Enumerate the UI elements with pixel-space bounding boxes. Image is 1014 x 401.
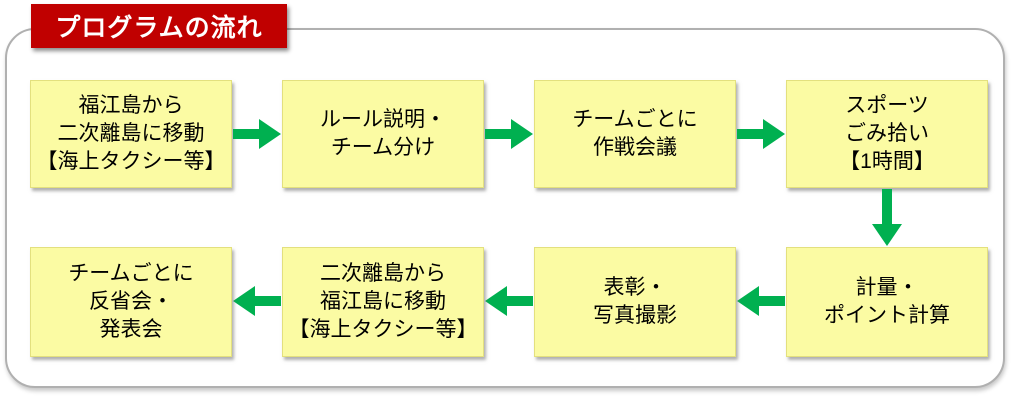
flow-step-3: チームごとに 作戦会議 (534, 80, 736, 188)
flow-step-2-line-1: ルール説明・ (320, 108, 446, 132)
flow-step-4: スポーツ ごみ拾い 【1時間】 (786, 80, 988, 188)
flow-step-7-line-3: 【海上タクシー等】 (288, 317, 478, 341)
flow-step-7-line-2: 福江島に移動 (320, 290, 446, 314)
arrow-shaft (233, 129, 259, 139)
arrow-head-right-icon (763, 119, 785, 149)
flow-step-2: ルール説明・ チーム分け (282, 80, 484, 188)
flow-step-6: 表彰・ 写真撮影 (534, 247, 736, 357)
flow-step-5-line-2: ポイント計算 (824, 304, 950, 327)
flow-step-4-line-1: スポーツ (845, 94, 929, 118)
flow-arrow-4-down (872, 189, 902, 246)
flow-step-5-line-1: 計量・ (855, 276, 919, 300)
arrow-head-left-icon (233, 286, 255, 316)
arrow-head-right-icon (511, 119, 533, 149)
flow-step-1-line-3: 【海上タクシー等】 (36, 149, 226, 173)
arrow-head-left-icon (737, 286, 759, 316)
flow-step-7-line-1: 二次離島から (320, 262, 446, 286)
flow-step-6-line-1: 表彰・ (603, 276, 667, 300)
arrow-shaft (759, 296, 785, 306)
flow-step-4-line-2: ごみ拾い (845, 122, 929, 146)
arrow-shaft (882, 189, 892, 224)
flow-arrow-6-left (485, 286, 533, 316)
flow-step-5: 計量・ ポイント計算 (786, 247, 988, 357)
page-title-text: プログラムの流れ (55, 14, 263, 42)
arrow-shaft (737, 129, 763, 139)
flow-step-6-line-2: 写真撮影 (593, 304, 677, 327)
flow-step-1: 福江島から 二次離島に移動 【海上タクシー等】 (30, 80, 232, 188)
arrow-head-right-icon (259, 119, 281, 149)
arrow-head-left-icon (485, 286, 507, 316)
flow-arrow-2-right (485, 119, 533, 149)
arrow-shaft (255, 296, 281, 306)
flow-arrow-5-left (737, 286, 785, 316)
flow-step-8: チームごとに 反省会・ 発表会 (30, 247, 232, 357)
flow-step-4-line-3: 【1時間】 (839, 149, 935, 173)
flow-step-8-line-3: 発表会 (99, 317, 163, 341)
flow-step-2-line-2: チーム分け (330, 136, 436, 159)
flow-step-1-line-2: 二次離島に移動 (57, 122, 205, 146)
page-title: プログラムの流れ (31, 4, 287, 48)
arrow-shaft (507, 296, 533, 306)
arrow-head-down-icon (872, 224, 902, 246)
flow-step-7: 二次離島から 福江島に移動 【海上タクシー等】 (282, 247, 484, 357)
flow-step-8-line-1: チームごとに (68, 262, 194, 286)
flow-step-8-line-2: 反省会・ (89, 290, 173, 314)
flow-arrow-1-right (233, 119, 281, 149)
flow-step-3-line-2: 作戦会議 (593, 136, 677, 159)
flow-step-1-line-1: 福江島から (78, 94, 184, 118)
flow-step-3-line-1: チームごとに (572, 108, 698, 132)
flow-arrow-3-right (737, 119, 785, 149)
flow-arrow-7-left (233, 286, 281, 316)
arrow-shaft (485, 129, 511, 139)
